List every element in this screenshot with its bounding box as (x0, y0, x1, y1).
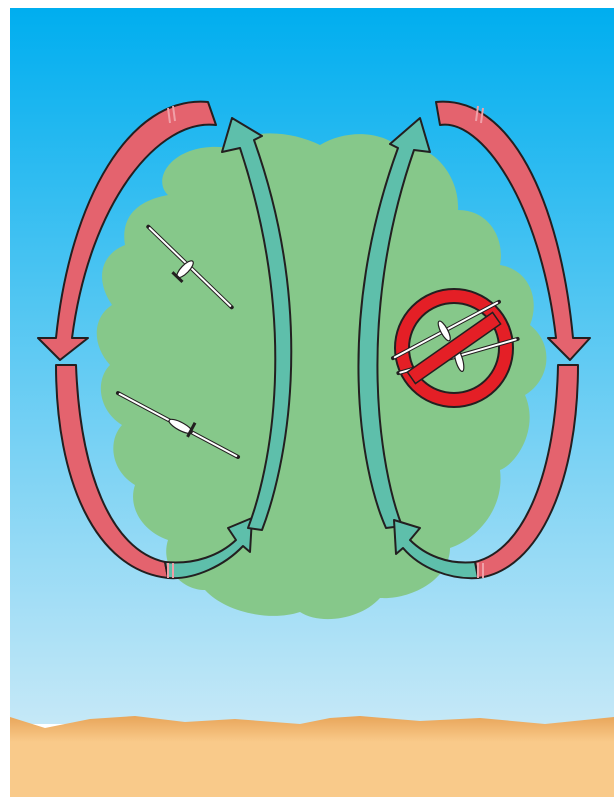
ground (10, 716, 614, 797)
